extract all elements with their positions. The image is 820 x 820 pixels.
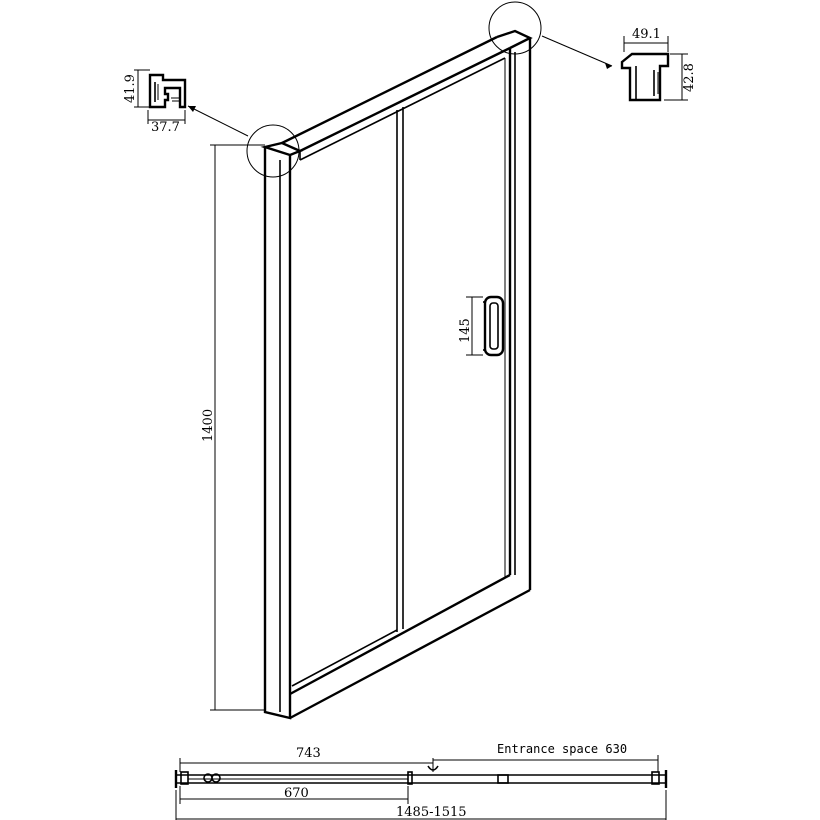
height-label: 1400 bbox=[201, 409, 216, 442]
plan-view bbox=[174, 755, 668, 820]
top-length-label: 743 bbox=[296, 746, 321, 761]
right-detail-circle bbox=[488, 1, 542, 55]
left-detail-circle bbox=[246, 124, 300, 178]
left-profile-width-label: 37.7 bbox=[151, 120, 180, 135]
inner-length-label: 670 bbox=[284, 786, 309, 801]
left-profile-height-label: 41.9 bbox=[123, 74, 138, 103]
right-profile-height-label: 42.8 bbox=[682, 63, 697, 92]
door-handle bbox=[483, 295, 505, 357]
handle-height-label: 145 bbox=[458, 318, 473, 343]
right-profile-section bbox=[620, 36, 688, 102]
door-frame bbox=[260, 29, 533, 720]
right-profile-width-label: 49.1 bbox=[632, 27, 661, 42]
entrance-space-label: Entrance space 630 bbox=[497, 742, 627, 756]
sliding-panel bbox=[396, 58, 506, 632]
total-range-label: 1485-1515 bbox=[396, 805, 467, 820]
height-dimension bbox=[210, 144, 265, 711]
left-profile-section bbox=[134, 69, 187, 124]
handle-dimension bbox=[466, 296, 483, 356]
